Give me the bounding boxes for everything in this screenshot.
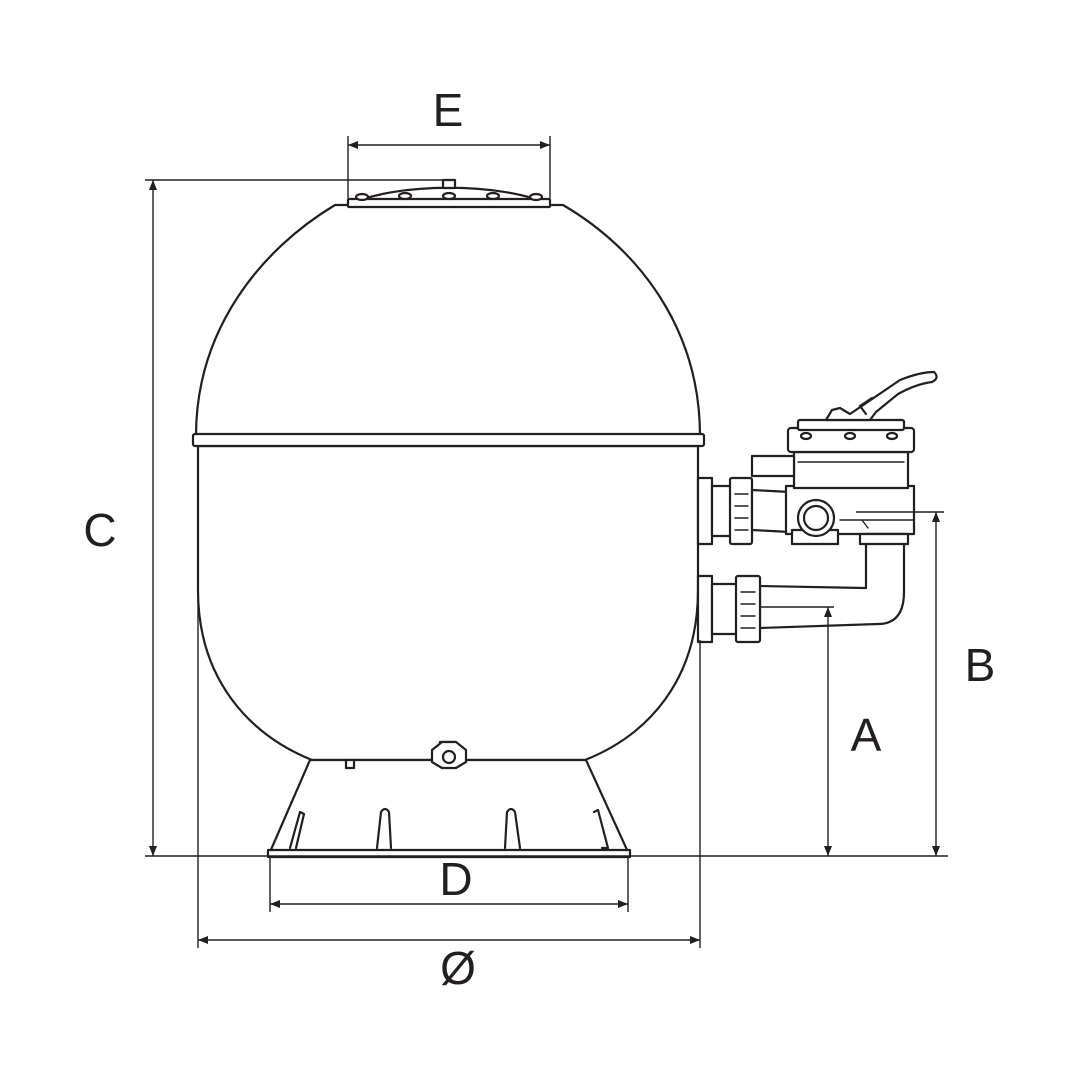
tank-flange-band	[191, 432, 706, 448]
arrow-head	[932, 846, 940, 856]
valve-side-port	[750, 454, 796, 478]
arrow-head	[618, 900, 628, 908]
arrow-head	[824, 607, 832, 617]
label-b: B	[965, 639, 996, 691]
elbow-pipe	[758, 532, 906, 630]
label-d: D	[439, 853, 472, 905]
drain-plug	[430, 740, 468, 770]
arrow-head	[149, 180, 157, 190]
base-rib	[592, 808, 610, 850]
arrow-head	[932, 512, 940, 522]
multiport-valve	[750, 370, 938, 546]
upper-port-flange	[696, 476, 714, 546]
elbow-collar	[858, 532, 910, 546]
arrow-head	[149, 846, 157, 856]
arrow-head	[270, 900, 280, 908]
arrow-head	[824, 846, 832, 856]
base-foot-plate	[266, 848, 632, 859]
label-e: E	[433, 84, 464, 136]
valve-handle-icon	[824, 370, 938, 422]
label-c: C	[83, 504, 116, 556]
arrow-head	[198, 936, 208, 944]
upper-connection	[696, 476, 792, 546]
lower-port-flange	[696, 574, 714, 644]
base-rib	[375, 807, 393, 850]
tank-upper-dome	[194, 203, 702, 438]
base-stand	[266, 758, 632, 859]
lid-vent-knob	[441, 178, 457, 190]
valve-handle-grip	[858, 396, 874, 416]
lid-bolt	[528, 192, 544, 202]
filter-tank	[191, 203, 706, 762]
lower-connection	[696, 574, 762, 644]
upper-union-nut	[728, 476, 754, 546]
lid-bolt	[397, 191, 413, 201]
arrow-head	[540, 141, 550, 149]
valve-cover-top	[796, 418, 906, 432]
dimension-lines	[145, 136, 948, 948]
drain-plug-center	[441, 749, 457, 765]
label-diameter: Ø	[440, 942, 476, 994]
valve-bolt	[885, 431, 899, 441]
valve-detail-line	[861, 519, 869, 529]
arrow-head	[348, 141, 358, 149]
tank-lower-body	[196, 444, 700, 762]
top-lid	[346, 178, 552, 209]
lid-bolt	[485, 191, 501, 201]
upper-pipe	[750, 488, 792, 534]
label-a: A	[851, 709, 882, 761]
lower-union-nut	[734, 574, 762, 644]
lid-rim	[346, 197, 552, 209]
valve-port-inner	[802, 504, 830, 532]
dimension-labels: E C B A D Ø	[83, 84, 995, 994]
base-rib	[288, 810, 306, 850]
base-skirt	[268, 758, 630, 854]
base-rib	[503, 807, 522, 850]
lower-union-body	[710, 582, 740, 636]
valve-bolt	[799, 431, 813, 441]
lid-bolt	[354, 192, 370, 202]
return-elbow-pipe	[758, 532, 910, 630]
lid-bolt	[441, 191, 457, 201]
valve-head	[792, 450, 910, 490]
base-notch	[344, 758, 356, 770]
arrow-head	[690, 936, 700, 944]
valve-bolt	[843, 431, 857, 441]
